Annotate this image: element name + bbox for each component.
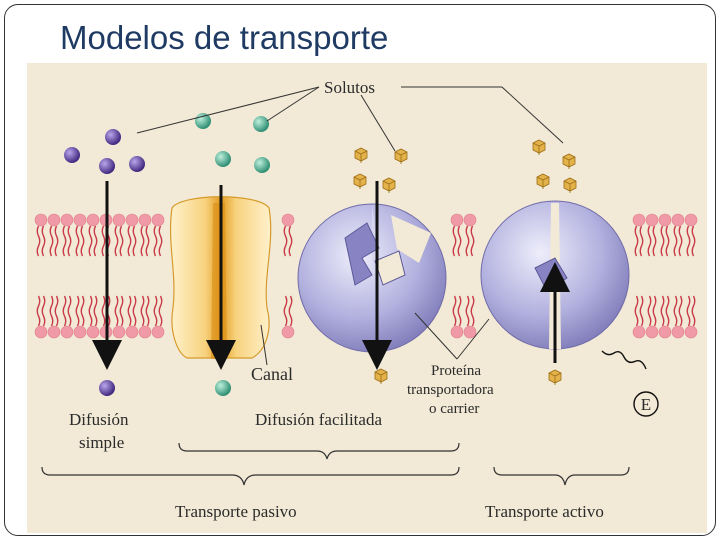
lipid-head xyxy=(281,325,295,339)
simple-diffusion-line-1: Difusión xyxy=(69,410,129,429)
passive-transport-label: Transporte pasivo xyxy=(175,502,297,521)
transport-diagram: Solutos Canal Proteína transportadora o … xyxy=(27,63,707,533)
lipid-head xyxy=(73,213,87,227)
active-transport-label: Transporte activo xyxy=(485,502,604,521)
lipid-head xyxy=(125,325,139,339)
lipid-head xyxy=(632,213,646,227)
transport-arrows xyxy=(92,181,570,370)
lipid-head xyxy=(645,213,659,227)
braces xyxy=(41,442,630,486)
lipid-head xyxy=(112,325,126,339)
transport-models-figure: Solutos Canal Proteína transportadora o … xyxy=(27,63,707,533)
lipid-head xyxy=(645,325,659,339)
purple-solutes xyxy=(64,129,145,396)
leader-lines xyxy=(136,86,647,370)
svg-text:E: E xyxy=(641,395,651,414)
lipid-head xyxy=(34,213,48,227)
carrier-label-line-3: o carrier xyxy=(429,401,479,417)
carrier-protein-facilitated xyxy=(297,203,447,353)
lipid-head xyxy=(671,213,685,227)
solutes-label: Solutos xyxy=(324,78,375,97)
lipid-head xyxy=(684,325,698,339)
lipid-head xyxy=(112,213,126,227)
lipid-head xyxy=(138,325,152,339)
lipid-head xyxy=(463,325,477,339)
lipid-head xyxy=(34,325,48,339)
lipid-head xyxy=(151,213,165,227)
lipid-head xyxy=(60,325,74,339)
slide: Modelos de transporte xyxy=(4,4,716,536)
energy-symbol: E xyxy=(633,391,659,417)
lipid-head xyxy=(47,325,61,339)
lipid-head xyxy=(60,213,74,227)
lipid-head xyxy=(125,213,139,227)
channel-label: Canal xyxy=(251,364,293,384)
lipid-head xyxy=(47,213,61,227)
lipid-head xyxy=(450,213,464,227)
lipid-head xyxy=(450,325,464,339)
lipid-head xyxy=(658,325,672,339)
facilitated-diffusion-label: Difusión facilitada xyxy=(255,410,382,429)
lipid-head xyxy=(684,213,698,227)
lipid-head xyxy=(281,213,295,227)
carrier-label-line-2: transportadora xyxy=(407,382,494,398)
lipid-head xyxy=(86,213,100,227)
lipid-head xyxy=(632,325,646,339)
lipid-head xyxy=(138,213,152,227)
slide-title: Modelos de transporte xyxy=(60,19,389,56)
carrier-label-line-1: Proteína xyxy=(431,363,481,379)
lipid-head xyxy=(671,325,685,339)
lipid-head xyxy=(151,325,165,339)
lipid-head xyxy=(73,325,87,339)
simple-diffusion-line-2: simple xyxy=(79,433,124,452)
lipid-head xyxy=(463,213,477,227)
lipid-head xyxy=(86,325,100,339)
lipid-head xyxy=(658,213,672,227)
